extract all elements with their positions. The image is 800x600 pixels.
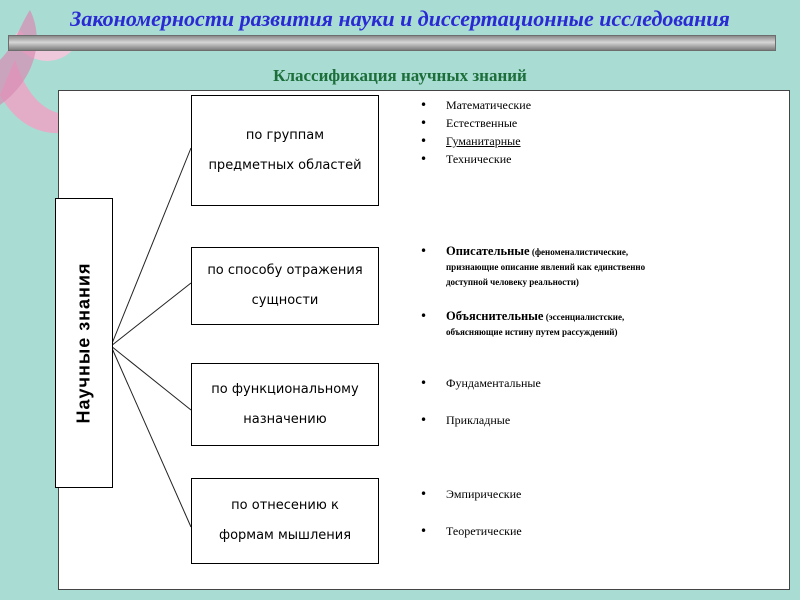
category-thinking-forms: по отнесению к формам мышления: [191, 478, 379, 564]
category-functional-purpose-line2: назначению: [243, 411, 327, 427]
list-item: Фундаментальные: [420, 376, 541, 391]
category-thinking-forms-line2: формам мышления: [218, 528, 352, 543]
category-subject-areas-line2: предметных областей: [208, 157, 362, 173]
category-functional-purpose: по функциональному назначению: [191, 363, 379, 446]
title-divider-bar: [8, 35, 776, 51]
root-node: Научные знания: [55, 198, 113, 488]
list-item-note: признающие описание явлений как единстве…: [446, 262, 646, 272]
list-item: Прикладные: [420, 413, 541, 428]
slide-subtitle: Классификация научных знаний: [273, 66, 527, 85]
list-item-note: (феноменалистические,: [529, 247, 629, 257]
category-reflection-method-line1: по способу отражения: [207, 263, 363, 278]
list-item: Описательные (феноменалистические, призн…: [420, 244, 760, 289]
list-item: Гуманитарные: [420, 132, 531, 150]
list-item: Теоретические: [420, 524, 522, 539]
group2-list: Описательные (феноменалистические, призн…: [420, 244, 760, 339]
list-item-note: доступной человеку реальности): [446, 277, 579, 287]
list-item-main: Объяснительные: [446, 309, 544, 323]
category-subject-areas: по группам предметных областей: [191, 95, 379, 206]
category-reflection-method: по способу отражения сущности: [191, 247, 379, 325]
group4-list: Эмпирические Теоретические: [420, 487, 522, 539]
list-item-note: объясняющие истину путем рассуждений): [446, 327, 618, 337]
category-reflection-method-line2: сущности: [251, 293, 319, 308]
slide-title: Закономерности развития науки и диссерта…: [70, 6, 730, 31]
list-item: Технические: [420, 150, 531, 168]
list-item-note: (эссенциалистские,: [543, 312, 625, 322]
list-item: Эмпирические: [420, 487, 522, 502]
category-thinking-forms-line1: по отнесению к: [231, 498, 339, 513]
group3-list: Фундаментальные Прикладные: [420, 376, 541, 428]
root-node-label: Научные знания: [73, 262, 94, 424]
list-item-text: Гуманитарные: [446, 134, 521, 148]
list-item: Объяснительные (эссенциалистские, объясн…: [420, 309, 760, 339]
list-item-main: Описательные: [446, 244, 530, 258]
group1-list: Математические Естественные Гуманитарные…: [420, 96, 531, 168]
category-subject-areas-line1: по группам: [245, 127, 325, 143]
list-item: Естественные: [420, 114, 531, 132]
list-item: Математические: [420, 96, 531, 114]
category-functional-purpose-line1: по функциональному: [211, 381, 359, 397]
